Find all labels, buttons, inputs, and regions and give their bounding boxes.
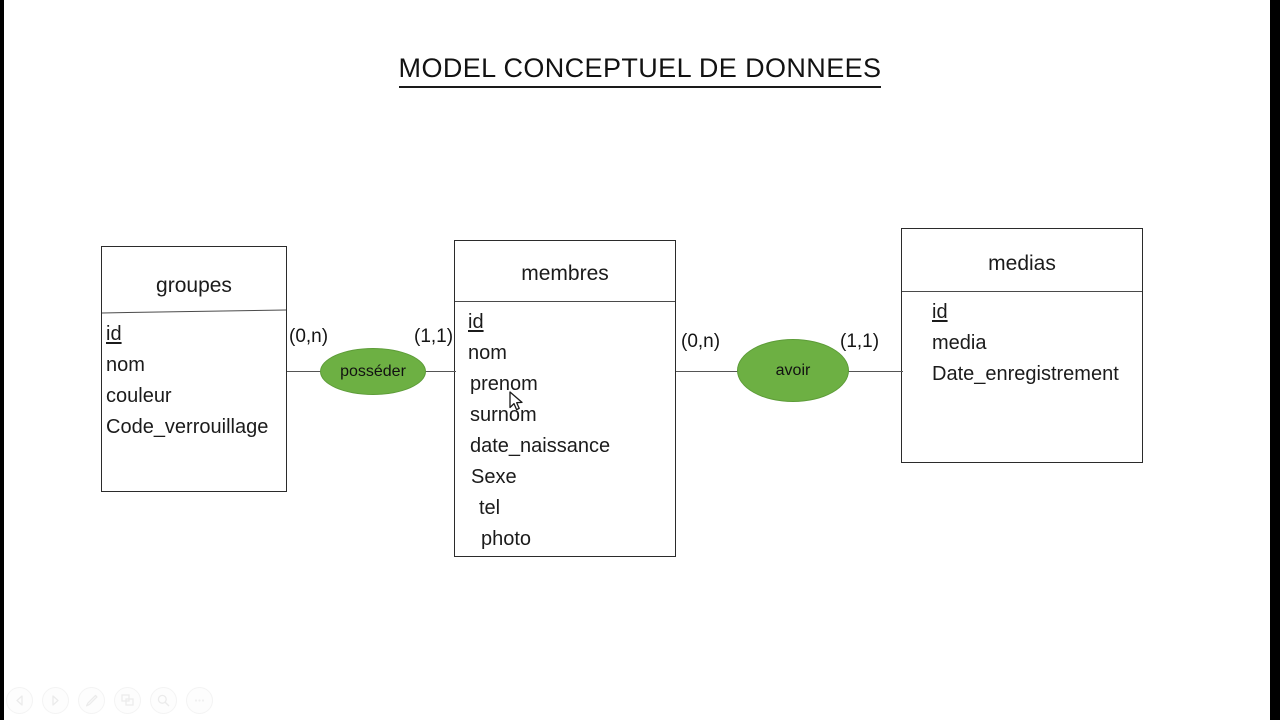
- magnifier-icon: [157, 694, 170, 707]
- toolbar-more-options-button[interactable]: [186, 687, 213, 714]
- attribute-groupes-code-verrouillage: Code_verrouillage: [106, 416, 269, 438]
- relationship-label-avoir: avoir: [775, 361, 811, 379]
- toolbar-zoom-button[interactable]: [150, 687, 177, 714]
- attribute-list-membres: id nom prenom surnom date_naissance Sexe…: [455, 307, 675, 555]
- left-letterbox-bar: [0, 0, 4, 720]
- toolbar-pen-tool-button[interactable]: [78, 687, 105, 714]
- slideshow-toolbar[interactable]: [6, 687, 213, 714]
- entity-title-medias: medias: [988, 252, 1056, 275]
- attribute-membres-prenom: prenom: [470, 373, 538, 395]
- entity-divider-membres: [455, 301, 675, 302]
- ellipsis-icon: [194, 699, 205, 702]
- page-title: MODEL CONCEPTUEL DE DONNEES: [0, 53, 1280, 88]
- entity-divider-groupes: [102, 309, 286, 314]
- entity-title-groupes: groupes: [156, 274, 232, 297]
- entity-box-medias[interactable]: medias id media Date_enregistrement: [901, 228, 1143, 463]
- entity-box-membres[interactable]: membres id nom prenom surnom date_naissa…: [454, 240, 676, 557]
- connector-posseder-membres: [423, 371, 456, 372]
- attribute-membres-id: id: [468, 311, 484, 333]
- right-letterbox-bar: [1270, 0, 1280, 720]
- attribute-membres-date-naissance: date_naissance: [470, 435, 611, 457]
- cardinality-posseder-right: (1,1): [414, 326, 454, 347]
- cardinality-posseder-left: (0,n): [289, 326, 329, 347]
- attribute-membres-photo: photo: [481, 528, 532, 550]
- toolbar-previous-slide-button[interactable]: [6, 687, 33, 714]
- attribute-list-groupes: id nom couleur Code_verrouillage: [102, 319, 286, 443]
- relationship-ellipse-posseder[interactable]: posséder: [320, 348, 426, 395]
- page-title-text: MODEL CONCEPTUEL DE DONNEES: [398, 53, 882, 88]
- entity-box-groupes[interactable]: groupes id nom couleur Code_verrouillage: [101, 246, 287, 492]
- attribute-medias-date-enregistrement: Date_enregistrement: [932, 363, 1119, 385]
- toolbar-slides-grid-button[interactable]: [114, 687, 141, 714]
- attribute-list-medias: id media Date_enregistrement: [902, 297, 1142, 390]
- attribute-groupes-couleur: couleur: [106, 385, 172, 407]
- triangle-right-icon: [52, 695, 59, 706]
- attribute-membres-tel: tel: [479, 497, 501, 519]
- attribute-membres-sexe: Sexe: [471, 466, 517, 488]
- entity-title-membres: membres: [521, 262, 609, 285]
- attribute-membres-surnom: surnom: [470, 404, 537, 426]
- attribute-groupes-nom: nom: [106, 354, 145, 376]
- attribute-medias-media: media: [932, 332, 987, 354]
- attribute-membres-nom: nom: [468, 342, 507, 364]
- connector-avoir-medias: [846, 371, 903, 372]
- relationship-ellipse-avoir[interactable]: avoir: [737, 339, 849, 402]
- toolbar-next-slide-button[interactable]: [42, 687, 69, 714]
- grid-slides-icon: [121, 694, 134, 706]
- triangle-left-icon: [16, 695, 23, 706]
- entity-divider-medias: [902, 291, 1142, 292]
- attribute-medias-id: id: [932, 301, 948, 323]
- cardinality-avoir-right: (1,1): [840, 331, 880, 352]
- pen-icon: [85, 694, 98, 707]
- relationship-label-posseder: posséder: [340, 362, 406, 380]
- attribute-groupes-id: id: [106, 323, 122, 345]
- connector-groupes-posseder: [287, 371, 323, 372]
- connector-membres-avoir: [676, 371, 739, 372]
- cardinality-avoir-left: (0,n): [681, 331, 721, 352]
